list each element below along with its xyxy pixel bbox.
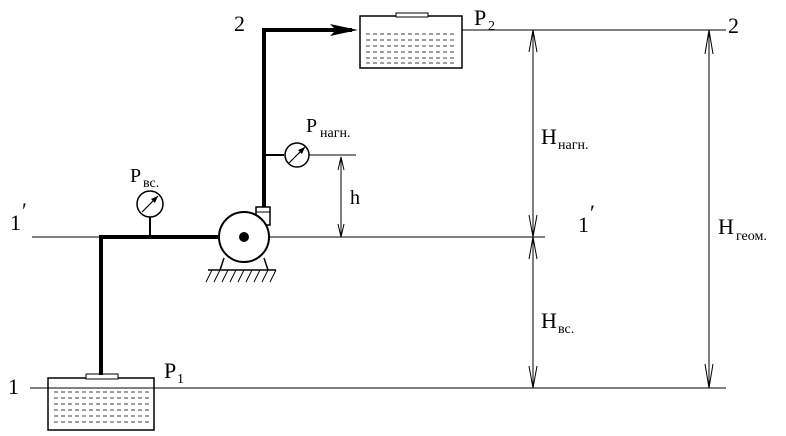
h-discharge-label: H (541, 124, 557, 149)
dimension-h-discharge (528, 29, 538, 238)
level-1-label: 1 (8, 374, 19, 399)
suction-gauge (136, 190, 164, 237)
p2-subscript: 2 (488, 19, 495, 34)
p-discharge-subscript: нагн. (320, 126, 350, 141)
suction-pipe (99, 235, 218, 375)
discharge-gauge (264, 142, 356, 168)
p-discharge-label: P (306, 115, 317, 137)
dimension-h-geom (704, 29, 714, 389)
h-discharge-subscript: нагн. (558, 138, 588, 153)
p1-label: P (164, 358, 176, 383)
level-2-right-label: 2 (728, 13, 739, 38)
h-geom-subscript: геом. (736, 229, 767, 244)
p-suction-label: P (130, 165, 141, 187)
dimension-h (337, 156, 345, 238)
level-2-left-label: 2 (234, 11, 245, 36)
p2-label: P (474, 5, 486, 30)
pump (205, 206, 277, 283)
level-1prime-left-label: 1 (10, 210, 21, 235)
discharge-pipe (262, 28, 352, 212)
upper-reservoir (359, 12, 463, 69)
h-geom-label: H (718, 214, 734, 239)
h-suction-subscript: вс. (558, 322, 574, 337)
prime-mark-right: ′ (590, 200, 595, 225)
h-suction-label: H (541, 308, 557, 333)
p1-subscript: 1 (177, 372, 184, 387)
flow-arrow-icon (330, 24, 358, 36)
lower-reservoir (47, 373, 155, 431)
dimension-h-suction (528, 236, 538, 389)
prime-mark-left: ′ (22, 198, 27, 223)
level-1prime-right-label: 1 (578, 212, 589, 237)
h-small-label: h (350, 187, 360, 209)
p-suction-subscript: вс. (143, 176, 159, 191)
